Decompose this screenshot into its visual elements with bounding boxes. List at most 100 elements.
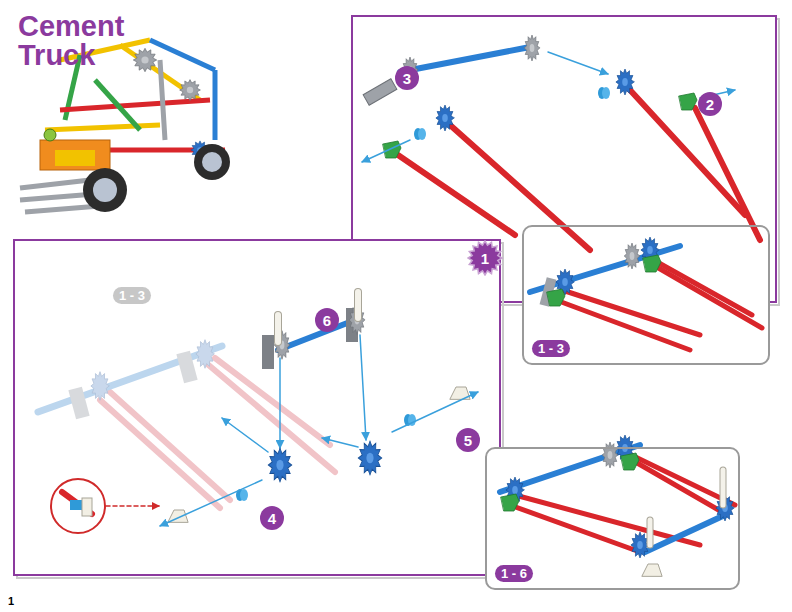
step-number: 5 xyxy=(456,428,480,452)
truck-model xyxy=(83,168,127,212)
previous-assembly xyxy=(100,400,220,508)
assembly-preview xyxy=(720,470,727,505)
step-parts xyxy=(262,335,274,369)
step-parts xyxy=(362,35,760,250)
step-parts xyxy=(51,479,105,533)
truck-model xyxy=(194,144,230,180)
step-number: 2 xyxy=(698,92,722,116)
assembly-preview xyxy=(621,453,639,470)
inset-background xyxy=(522,225,770,365)
assembly-inset: 1 - 6 xyxy=(485,447,740,590)
assembly-preview xyxy=(510,505,640,552)
step-starburst: 1 xyxy=(467,240,503,276)
step-label: 3 xyxy=(403,70,411,87)
assembly-preview xyxy=(501,494,519,511)
step-parts xyxy=(362,140,410,162)
inset-background xyxy=(485,447,740,590)
assembly-preview xyxy=(602,442,618,468)
step-parts xyxy=(414,128,426,140)
previous-assembly xyxy=(205,362,335,472)
step-parts xyxy=(355,292,361,318)
previous-assembly xyxy=(110,392,230,500)
assembly-preview xyxy=(721,470,726,505)
step-parts xyxy=(363,79,397,105)
truck-model xyxy=(160,60,165,140)
previous-assembly xyxy=(176,351,197,384)
step-parts xyxy=(398,155,515,235)
previous-steps-badge: 1 - 3 xyxy=(113,287,151,304)
step-parts xyxy=(524,35,540,61)
step-label: 1 xyxy=(481,250,489,267)
assembly-preview xyxy=(648,520,653,545)
step-parts xyxy=(598,87,610,99)
step-parts xyxy=(322,438,358,447)
step-parts xyxy=(360,335,366,440)
previous-assembly xyxy=(91,372,109,401)
step-parts xyxy=(160,480,262,526)
truck-model xyxy=(93,178,117,202)
page-number: 1 xyxy=(8,595,14,607)
truck-model xyxy=(44,129,56,141)
truck-model xyxy=(25,206,100,212)
previous-assembly xyxy=(215,358,330,445)
assembly-preview xyxy=(624,243,640,269)
previous-assembly xyxy=(68,387,89,420)
step-parts xyxy=(630,90,745,215)
step-label: 1 - 3 xyxy=(532,340,570,357)
inset-background xyxy=(485,225,770,590)
step-label: 4 xyxy=(268,510,276,527)
step-parts xyxy=(275,315,281,342)
step-parts xyxy=(106,505,160,507)
truck-model xyxy=(45,125,160,130)
step-parts xyxy=(392,392,478,432)
assembly-inset: 1 - 3 xyxy=(522,225,770,365)
step-parts xyxy=(383,141,401,158)
truck-model xyxy=(60,100,210,110)
step-panel xyxy=(14,240,500,575)
step-parts xyxy=(358,441,381,475)
step-parts xyxy=(268,448,291,482)
assembly-preview xyxy=(645,515,725,552)
step-number: 3 xyxy=(395,66,419,90)
truck-model xyxy=(40,140,110,170)
assembly-preview xyxy=(556,300,690,350)
assembly-preview xyxy=(642,564,662,576)
step-label: 2 xyxy=(706,96,714,113)
step-parts xyxy=(616,69,634,95)
step-parts xyxy=(548,52,608,74)
assembly-preview xyxy=(625,452,735,505)
page-title: Cement Truck xyxy=(18,12,138,70)
starburst-shape xyxy=(468,241,502,275)
truck-model xyxy=(213,70,218,140)
assembly-preview xyxy=(500,435,735,576)
assembly-preview xyxy=(647,520,654,545)
step-parts xyxy=(82,498,92,516)
step-label: 5 xyxy=(464,432,472,449)
assembly-preview xyxy=(643,255,661,272)
step-parts xyxy=(679,93,697,110)
step-parts xyxy=(168,510,188,522)
assembly-preview xyxy=(530,237,762,350)
step-parts xyxy=(51,292,478,533)
step-parts xyxy=(274,315,282,342)
assembly-preview xyxy=(547,289,565,306)
truck-model xyxy=(95,80,140,130)
assembly-preview xyxy=(655,266,762,328)
truck-model xyxy=(202,152,222,172)
truck-model xyxy=(55,150,95,166)
step-label: 1 - 6 xyxy=(495,565,533,582)
truck-model xyxy=(133,48,156,71)
assembly-preview xyxy=(632,460,722,512)
previous-assembly xyxy=(38,346,222,412)
step-number: 4 xyxy=(260,506,284,530)
assembly-preview xyxy=(631,532,649,558)
step-parts xyxy=(695,108,760,240)
step-parts xyxy=(354,292,362,318)
truck-model xyxy=(20,180,90,188)
truck-model xyxy=(180,80,201,101)
step-parts xyxy=(400,47,530,72)
step-number: 6 xyxy=(315,308,339,332)
assembly-preview xyxy=(650,258,752,315)
